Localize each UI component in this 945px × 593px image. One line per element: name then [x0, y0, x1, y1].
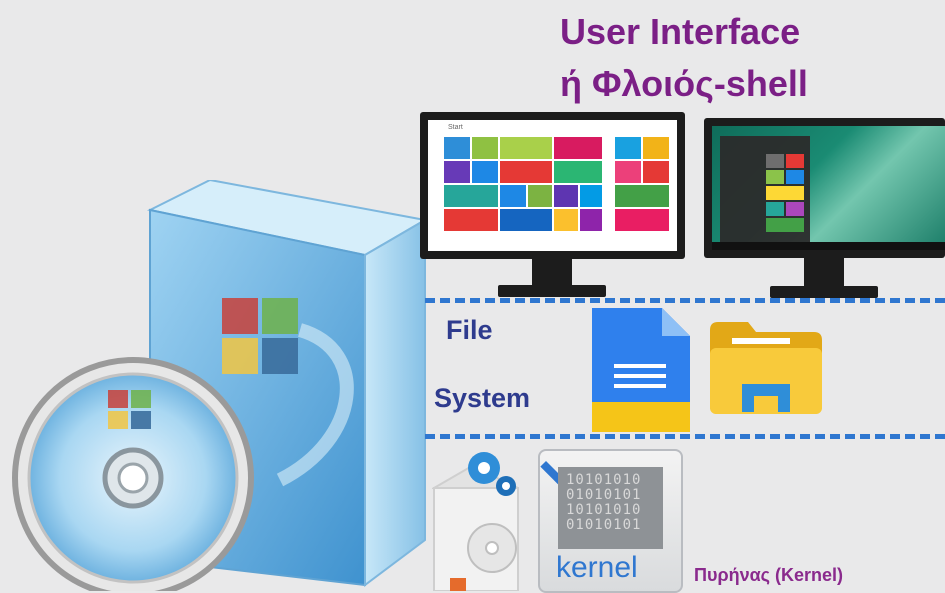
gear-box-icon	[432, 452, 519, 591]
kernel-chip-icon: 10101010 01010101 10101010 01010101 kern…	[538, 449, 683, 593]
kernel-caption: Πυρήνας (Kernel)	[694, 565, 844, 585]
kernel-logo-text: kernel	[556, 551, 638, 584]
start-label: Start	[448, 124, 463, 131]
document-icon	[592, 308, 690, 432]
filesystem-kernel-separator	[425, 434, 945, 439]
folder-icon	[710, 322, 822, 414]
title-line-1: User Interface	[560, 11, 801, 52]
title-line-2: ή Φλοιός-shell	[560, 63, 808, 104]
file-system-label-line-1: File	[446, 315, 493, 345]
monitor-icon	[704, 118, 945, 304]
ui-filesystem-separator	[425, 298, 945, 303]
file-system-label-line-2: System	[434, 383, 531, 413]
monitor-icon: Start	[420, 112, 685, 302]
windows-disc-icon	[12, 357, 254, 591]
kernel-binary: 10101010 01010101 10101010 01010101	[566, 472, 642, 533]
